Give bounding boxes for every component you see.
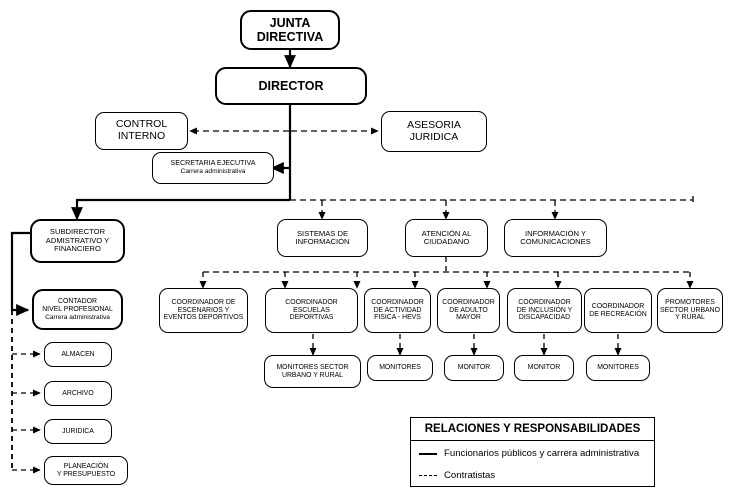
monitor-2-label: MONITOR [527,364,561,372]
promotores-line2: SECTOR URBANO [660,306,720,314]
asesoria-juridica-line1: ASESORIA [407,118,461,131]
node-coordinador-actividad-fisica[interactable]: COORDINADOR DE ACTIVIDAD FISICA - HEVS [364,288,431,333]
juridica-label: JURIDICA [62,427,94,435]
control-interno-line2: INTERNO [117,130,166,142]
coord-adulto-line2: DE ADULTO [449,306,488,314]
planeacion-line2: Y PRESUPUESTO [56,470,116,478]
informacion-line2: COMUNICACIONES [520,237,591,246]
monitores-sector-line1: MONITORES SECTOR [276,363,349,371]
sistemas-line2: INFORMACIÓN [295,237,350,246]
coord-adulto-line3: MAYOR [456,314,481,322]
coord-escuelas-line1: COORDINADOR [285,298,338,306]
junta-directiva-line1: JUNTA [269,16,311,30]
monitores-2-label: MONITORES [597,364,639,372]
informacion-line1: INFORMACIÓN Y [524,228,587,238]
node-archivo[interactable]: ARCHIVO [44,381,112,406]
legend-solid-line-icon [419,452,437,455]
planeacion-line1: PLANEACIÓN [63,462,109,470]
coord-actividad-line3: FISICA - HEVS [374,314,421,322]
contador-line3: Carrera administrativa [45,313,110,321]
node-monitor-1[interactable]: MONITOR [444,355,504,381]
node-coordinador-escenarios-eventos[interactable]: COORDINADOR DE ESCENARIOS Y EVENTOS DEPO… [159,288,248,333]
node-planeacion-presupuesto[interactable]: PLANEACIÓN Y PRESUPUESTO [44,456,128,485]
legend-dashed-label: Contratistas [444,470,496,481]
contador-line2: NIVEL PROFESIONAL [42,305,113,313]
coord-adulto-line1: COORDINADOR [442,298,495,306]
node-promotores-sector-urbano-rural[interactable]: PROMOTORES SECTOR URBANO Y RURAL [657,288,723,333]
atencion-line1: ATENCIÓN AL [421,228,472,238]
coord-escenarios-line3: EVENTOS DEPORTIVOS [163,314,244,322]
archivo-label: ARCHIVO [62,389,94,397]
coord-inclusion-line1: COORDINADOR [518,298,571,306]
coord-escuelas-line3: DEPORTIVAS [289,314,334,322]
legend-item-solid: Funcionarios públicos y carrera administ… [419,448,639,459]
node-coordinador-recreacion[interactable]: COORDINADOR DE RECREACIÓN [584,288,652,333]
node-director[interactable]: DIRECTOR [215,67,367,105]
node-junta-directiva[interactable]: JUNTA DIRECTIVA [240,10,340,50]
node-subdirector-administrativo-financiero[interactable]: SUBDIRECTOR ADMISTRATIVO Y FINANCIERO [30,219,125,263]
subdirector-line1: SUBDIRECTOR [49,227,106,237]
promotores-line1: PROMOTORES [665,298,715,306]
director-label: DIRECTOR [258,79,324,93]
coord-escuelas-line2: ESCUELAS [293,306,330,314]
legend-dashed-line-icon [419,475,437,476]
node-almacen[interactable]: ALMACEN [44,342,112,367]
node-monitores-sector-urbano-rural[interactable]: MONITORES SECTOR URBANO Y RURAL [264,355,361,388]
atencion-line2: CIUDADANO [423,237,470,246]
node-atencion-ciudadano[interactable]: ATENCIÓN AL CIUDADANO [405,219,488,257]
monitores-1-label: MONITORES [379,364,421,372]
coord-actividad-line2: DE ACTIVIDAD [373,306,422,314]
subdirector-line3: FINANCIERO [54,244,101,254]
sistemas-line1: SISTEMAS DE [296,228,349,238]
node-juridica[interactable]: JURIDICA [44,419,112,444]
control-interno-line1: CONTROL [115,118,168,131]
legend-item-dashed: Contratistas [419,470,495,481]
node-monitores-2[interactable]: MONITORES [586,355,650,381]
legend-title: RELACIONES Y RESPONSABILIDADES [411,418,654,441]
node-informacion-comunicaciones[interactable]: INFORMACIÓN Y COMUNICACIONES [504,219,607,257]
secretaria-ejecutiva-line2: Carrera administrativa [180,168,246,176]
junta-directiva-line2: DIRECTIVA [256,30,324,44]
coord-recreacion-line1: COORDINADOR [591,302,645,310]
coord-inclusion-line3: DISCAPACIDAD [518,314,571,322]
almacen-label: ALMACEN [61,350,95,358]
coord-recreacion-line2: DE RECREACIÓN [589,310,647,318]
subdirector-line2: ADMISTRATIVO Y [45,235,110,245]
secretaria-ejecutiva-line1: SECRETARIA EJECUTIVA [170,159,256,168]
node-contador-nivel-profesional[interactable]: CONTADOR NIVEL PROFESIONAL Carrera admin… [32,289,123,330]
legend-solid-label: Funcionarios públicos y carrera administ… [444,448,640,459]
node-coordinador-adulto-mayor[interactable]: COORDINADOR DE ADULTO MAYOR [437,288,500,333]
node-sistemas-informacion[interactable]: SISTEMAS DE INFORMACIÓN [277,219,368,257]
coord-actividad-line1: COORDINADOR [371,298,424,306]
node-coordinador-inclusion-discapacidad[interactable]: COORDINADOR DE INCLUSIÓN Y DISCAPACIDAD [507,288,582,333]
node-monitor-2[interactable]: MONITOR [514,355,574,381]
node-control-interno[interactable]: CONTROL INTERNO [95,112,188,150]
asesoria-juridica-line2: JURIDICA [409,130,459,143]
coord-inclusion-line2: DE INCLUSIÓN Y [516,306,573,314]
node-secretaria-ejecutiva[interactable]: SECRETARIA EJECUTIVA Carrera administrat… [152,152,274,184]
monitor-1-label: MONITOR [457,364,491,372]
coord-escenarios-line1: COORDINADOR DE [171,298,236,306]
legend-box: RELACIONES Y RESPONSABILIDADES Funcionar… [410,417,655,487]
monitores-sector-line2: URBANO Y RURAL [281,371,343,379]
node-monitores-1[interactable]: MONITORES [367,355,433,381]
node-coordinador-escuelas-deportivas[interactable]: COORDINADOR ESCUELAS DEPORTIVAS [265,288,358,333]
contador-line1: CONTADOR [58,298,97,306]
promotores-line3: Y RURAL [675,314,705,322]
coord-escenarios-line2: ESCENARIOS Y [177,306,230,314]
node-asesoria-juridica[interactable]: ASESORIA JURIDICA [381,111,487,152]
